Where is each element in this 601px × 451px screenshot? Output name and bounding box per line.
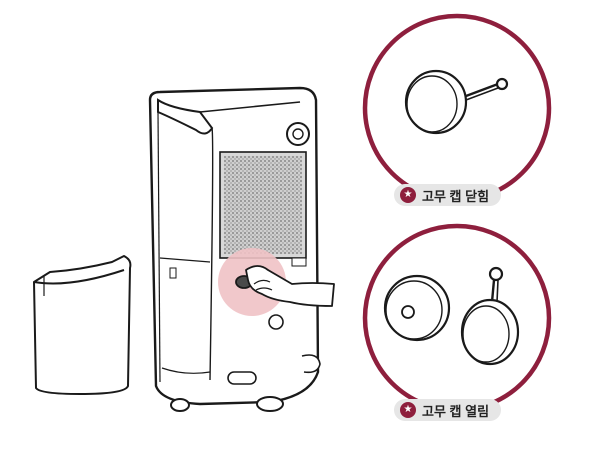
- callout-cap-closed: [362, 13, 552, 203]
- callout-label-closed: ★ 고무 캡 닫힘: [394, 184, 502, 206]
- rubber-cap-open-illustration: [460, 266, 520, 366]
- drain-outlet: [268, 314, 284, 330]
- rubber-cap-closed-illustration: [404, 69, 509, 135]
- grille-texture: [224, 156, 302, 254]
- dehumidifier-unit: [148, 86, 321, 412]
- front-left-wheel: [170, 398, 190, 412]
- callout-label-open: ★ 고무 캡 열림: [394, 399, 502, 421]
- cap-socket-illustration: [383, 274, 451, 342]
- indicator-window: [291, 257, 307, 267]
- tank-slot-indicator: [169, 267, 177, 279]
- water-tank: [33, 255, 132, 395]
- star-icon: ★: [400, 402, 416, 418]
- bottom-handle-slot: [227, 371, 257, 385]
- front-right-wheel: [256, 396, 284, 412]
- star-icon: ★: [400, 187, 416, 203]
- top-handle: [157, 98, 214, 135]
- callout-cap-open: [362, 223, 552, 413]
- label-cap-open: 고무 캡 열림: [422, 403, 490, 419]
- label-cap-closed: 고무 캡 닫힘: [422, 188, 490, 204]
- hand-pulling-cap: [235, 265, 335, 307]
- side-bump: [301, 354, 321, 374]
